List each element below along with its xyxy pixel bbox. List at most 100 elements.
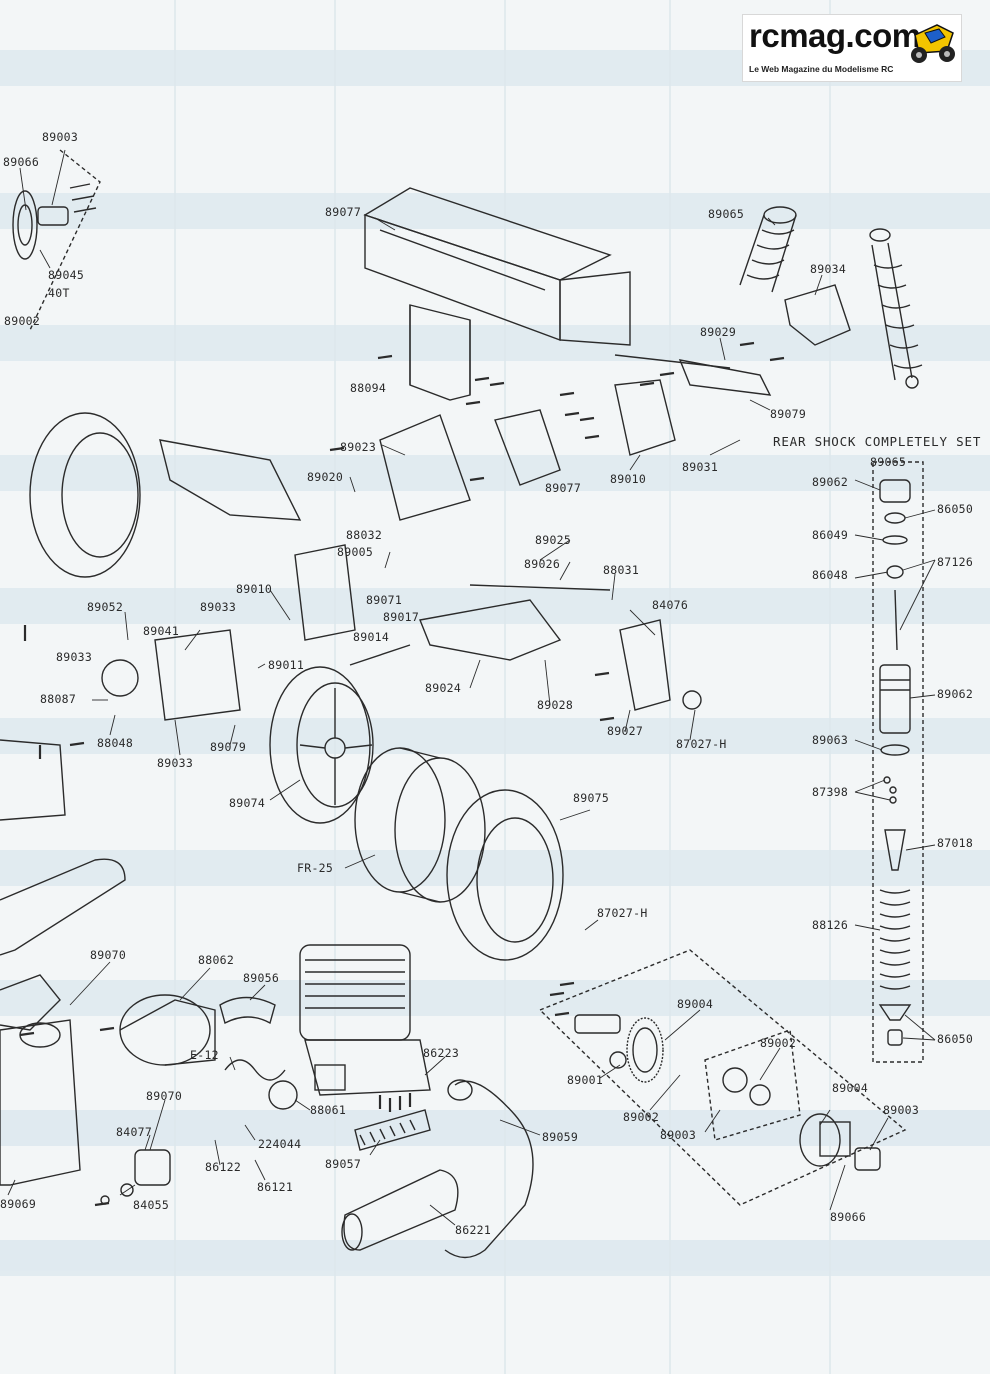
shock-label: 86048 [812, 568, 849, 582]
rc-buggy-icon [911, 24, 955, 63]
rear-tire [446, 789, 564, 961]
exhaust-spring [224, 1059, 286, 1081]
part-label: 89077 [325, 205, 362, 219]
diff-shaft-left [574, 1014, 627, 1069]
diff-internals-box [704, 1029, 801, 1141]
part-label: 89017 [383, 610, 420, 624]
part-label: 89002 [623, 1110, 660, 1124]
tuned-exhaust-pipe [444, 1079, 534, 1259]
part-label: 84077 [116, 1125, 153, 1139]
part-label: 88087 [40, 692, 77, 706]
rear-chassis-plate [379, 414, 471, 521]
screws [19, 341, 785, 1207]
gearbox-housing-upper [614, 379, 676, 456]
part-label: 89041 [143, 624, 180, 638]
part-label: 89002 [4, 314, 41, 328]
flywheel [268, 1080, 298, 1110]
diff-group-dashed-border [538, 949, 907, 1206]
shock-label: 88126 [812, 918, 849, 932]
part-label: 89052 [87, 600, 124, 614]
gearbox-side-case [154, 629, 241, 721]
part-label: 89023 [340, 440, 377, 454]
part-label: 89034 [810, 262, 847, 276]
part-label: 89065 [708, 207, 745, 221]
part-label: 89001 [567, 1073, 604, 1087]
parts-line-art [0, 149, 924, 1259]
part-label: 89024 [425, 681, 462, 695]
part-label: 89002 [760, 1036, 797, 1050]
part-label: 89079 [210, 740, 247, 754]
part-label: 89010 [610, 472, 647, 486]
shock-set-dashed-border [872, 461, 924, 1063]
wheel-rim [269, 666, 374, 824]
part-label: 89070 [146, 1089, 183, 1103]
part-label: FR-25 [297, 861, 334, 875]
clutch-assembly [100, 1149, 171, 1205]
part-label: 89077 [545, 481, 582, 495]
part-label: 86122 [205, 1160, 242, 1174]
air-filter [119, 994, 216, 1066]
part-label: 89005 [337, 545, 374, 559]
chassis-brace [0, 858, 126, 956]
diff-case [799, 1113, 851, 1167]
engine-mount-pieces [0, 974, 61, 1031]
part-label: 89033 [157, 756, 194, 770]
part-label: 89010 [236, 582, 273, 596]
part-label: 89066 [830, 1210, 867, 1224]
part-label: 86121 [257, 1180, 294, 1194]
shock-label: 89062 [812, 475, 849, 489]
rear-hub-carrier [619, 619, 671, 711]
part-label: 89028 [537, 698, 574, 712]
exhaust-manifold-gasket [354, 1109, 431, 1151]
part-label: 89069 [0, 1197, 37, 1211]
rear-wing [363, 187, 631, 401]
part-label: E-12 [190, 1048, 219, 1062]
part-label: 84055 [133, 1198, 170, 1212]
part-label: 88032 [346, 528, 383, 542]
shock-label: 86050 [937, 1032, 974, 1046]
muffler-canister [341, 1169, 459, 1251]
logo-text: rcmag.com [749, 17, 921, 54]
diff-gear-group-top [12, 149, 101, 331]
part-label: 89071 [366, 593, 403, 607]
part-label: 89033 [56, 650, 93, 664]
part-label: 89070 [90, 948, 127, 962]
front-lower-arm-assembly [159, 439, 302, 521]
shock-set-title: REAR SHOCK COMPLETELY SET [773, 434, 982, 449]
shock-tower-bracket [784, 284, 851, 346]
chassis-side-plate [0, 739, 66, 821]
part-label: 89057 [325, 1157, 362, 1171]
diff-cup-right [854, 1147, 881, 1171]
part-label: 89031 [682, 460, 719, 474]
part-label: 89020 [307, 470, 344, 484]
part-label: 88062 [198, 953, 235, 967]
shock-label: 89065 [870, 455, 907, 469]
part-label: 89033 [200, 600, 237, 614]
part-label: 89059 [542, 1130, 579, 1144]
gearbox-housing-lower [294, 544, 356, 641]
camber-link-plate [678, 359, 772, 396]
foam-tire-insert [354, 747, 486, 903]
rear-lower-arm [419, 599, 562, 661]
part-label: 89003 [42, 130, 79, 144]
shock-label: 89063 [812, 733, 849, 747]
part-label: 89003 [660, 1128, 697, 1142]
part-label: 89003 [883, 1103, 920, 1117]
front-tire-left [29, 412, 141, 578]
part-label: 88061 [310, 1103, 347, 1117]
rcmag-logo: rcmag.com Le Web Magazine du Modelisme R… [742, 14, 962, 82]
part-label: 89056 [243, 971, 280, 985]
part-label: 89025 [535, 533, 572, 547]
rear-shock-left [739, 206, 797, 293]
fuel-tank [0, 1019, 81, 1186]
part-label: 89029 [700, 325, 737, 339]
part-label: 86223 [423, 1046, 460, 1060]
spur-gear [626, 1017, 664, 1083]
part-label: 89004 [832, 1081, 869, 1095]
part-label: 224044 [258, 1137, 302, 1151]
part-label: 84076 [652, 598, 689, 612]
part-label: 89026 [524, 557, 561, 571]
part-label: 87027-H [676, 737, 727, 751]
part-label: 89074 [229, 796, 266, 810]
